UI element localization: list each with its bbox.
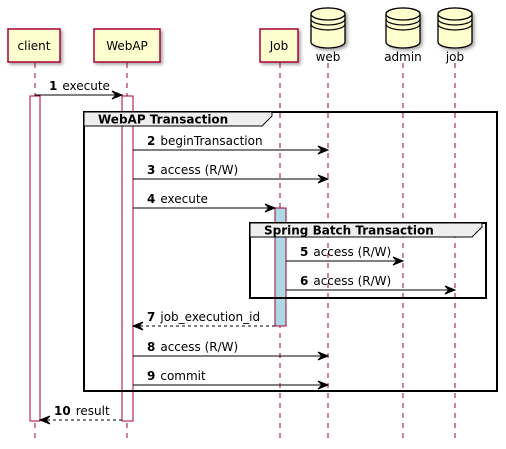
participant-web[interactable]: web: [310, 7, 346, 64]
message-6: 6 access (R/W): [286, 274, 457, 295]
arrowhead-icon: [392, 256, 405, 266]
participant-box: [93, 28, 161, 63]
group-webap-tx: WebAP Transaction: [83, 111, 498, 392]
message-4: 4 execute: [133, 192, 277, 213]
activation-bar-webap: [121, 95, 134, 422]
arrowhead-icon: [317, 145, 330, 155]
database-icon-band: [437, 18, 473, 26]
message-text: job_execution_id: [159, 310, 260, 324]
message-label: 3 access (R/W): [147, 163, 238, 177]
message-10: 10 result: [38, 404, 122, 425]
message-8: 8 access (R/W): [133, 340, 330, 361]
participant-label: client: [18, 39, 51, 53]
message-label: 2 beginTransaction: [147, 134, 263, 148]
participant-webap[interactable]: WebAP: [93, 28, 161, 63]
participant-admin[interactable]: admin: [384, 7, 422, 64]
arrowhead-icon: [444, 285, 457, 295]
database-icon-band: [385, 23, 421, 31]
message-number: 10: [54, 404, 71, 418]
group-title: WebAP Transaction: [98, 113, 228, 127]
arrowhead-icon: [111, 90, 124, 100]
message-9: 9 commit: [133, 369, 330, 390]
message-text: execute: [160, 192, 208, 206]
message-label: 6 access (R/W): [300, 274, 391, 288]
participant-label: job: [445, 50, 464, 64]
message-text: result: [76, 404, 110, 418]
message-number: 9: [147, 369, 155, 383]
group-frame: [83, 111, 498, 392]
message-label: 7 job_execution_id: [147, 310, 260, 324]
message-number: 5: [300, 245, 308, 259]
message-2: 2 beginTransaction: [133, 134, 330, 155]
group-batch-tx: Spring Batch Transaction: [249, 222, 487, 299]
message-label: 1 execute: [49, 79, 110, 93]
arrowhead-icon: [317, 351, 330, 361]
database-icon-band: [385, 18, 421, 26]
participant-box: [7, 28, 61, 63]
participant-label: Job: [269, 39, 289, 53]
message-text: execute: [62, 79, 110, 93]
message-text: access (R/W): [313, 274, 391, 288]
message-number: 7: [147, 310, 155, 324]
message-5: 5 access (R/W): [286, 245, 405, 266]
participant-client[interactable]: client: [7, 28, 61, 63]
group-header: [249, 222, 483, 238]
message-number: 1: [49, 79, 57, 93]
participant-label: web: [316, 50, 341, 64]
database-icon-band: [310, 18, 346, 26]
arrowhead-icon: [38, 415, 51, 425]
database-icon-top: [385, 7, 421, 21]
message-label: 5 access (R/W): [300, 245, 391, 259]
message-number: 6: [300, 274, 308, 288]
message-3: 3 access (R/W): [133, 163, 330, 184]
group-header: [83, 111, 273, 127]
group-title: Spring Batch Transaction: [264, 224, 434, 238]
message-text: access (R/W): [160, 340, 238, 354]
database-icon-top: [437, 7, 473, 21]
message-text: commit: [160, 369, 206, 383]
message-text: access (R/W): [160, 163, 238, 177]
message-1: 1 execute: [35, 79, 124, 100]
database-icon-top: [310, 7, 346, 21]
arrowhead-icon: [317, 174, 330, 184]
participant-box: [259, 28, 299, 63]
message-number: 4: [147, 192, 155, 206]
participant-jobdb[interactable]: job: [437, 7, 473, 64]
database-icon-band: [310, 23, 346, 31]
participant-label: WebAP: [106, 39, 148, 53]
message-number: 3: [147, 163, 155, 177]
activation-bar-job: [274, 207, 287, 327]
message-text: access (R/W): [313, 245, 391, 259]
message-label: 10 result: [54, 404, 110, 418]
arrowhead-icon: [264, 203, 277, 213]
arrowhead-icon: [131, 321, 144, 331]
message-number: 8: [147, 340, 155, 354]
message-text: beginTransaction: [160, 134, 262, 148]
message-label: 9 commit: [147, 369, 206, 383]
database-icon-band: [437, 23, 473, 31]
participant-label: admin: [384, 50, 422, 64]
message-label: 8 access (R/W): [147, 340, 238, 354]
message-label: 4 execute: [147, 192, 208, 206]
arrowhead-icon: [317, 380, 330, 390]
message-number: 2: [147, 134, 155, 148]
message-7: 7 job_execution_id: [131, 310, 275, 331]
participant-job[interactable]: Job: [259, 28, 299, 63]
activation-bar-client: [29, 95, 41, 422]
